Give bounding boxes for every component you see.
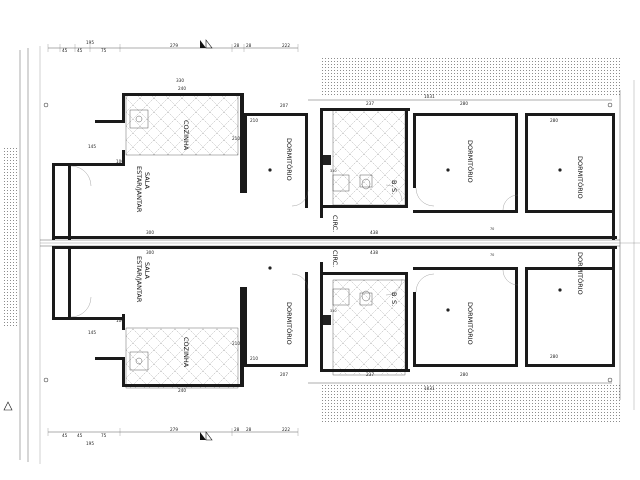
dim-bottom-5: 279 (170, 427, 178, 432)
dimension-lines (47, 44, 612, 436)
fixtures (129, 109, 373, 371)
room-label-living-top-1: SALA (143, 172, 151, 189)
dim-bath-area-top: 310 (330, 169, 336, 173)
dim-bath-top: 100 (116, 159, 124, 164)
dim-kitchen-w2: 240 (178, 388, 186, 393)
room-label-bath-top-1: B. (390, 180, 398, 187)
room-label-bedroom-top-mid: DORMITÓRIO (466, 140, 475, 183)
door-swings (70, 165, 519, 318)
dim-kitchen-side-top: 210 (232, 136, 240, 141)
dim-circ-bottom: 438 (370, 250, 378, 255)
room-label-living-bottom-1: SALA (143, 262, 151, 279)
dim-top-1: 195 (86, 40, 94, 45)
dim-top-5: 279 (170, 43, 178, 48)
dim-bottom-3: 45 (77, 433, 83, 438)
section-marker-top (200, 40, 206, 48)
terrain-top-right (320, 58, 620, 96)
dim-bath-bottom: 100 (116, 318, 124, 323)
room-label-circ-bottom: CIRC. (331, 250, 339, 267)
room-label-bedroom-top-right: DORMITÓRIO (576, 156, 585, 199)
dim-living-bottom: 300 (146, 250, 154, 255)
site-lines (19, 46, 640, 464)
dim-bottom-8: 222 (282, 427, 290, 432)
dim-top-3: 45 (77, 48, 83, 53)
room-label-living-bottom-2: ESTAR/JANTAR (135, 256, 143, 303)
dim-window-top: 70 (490, 227, 494, 231)
kitchen-bottom-tiles (125, 327, 239, 389)
room-label-bath-bottom-1: B. (390, 292, 398, 299)
dim-room-bottom-1: 210 (250, 356, 258, 361)
room-label-bedroom-bottom-mid: DORMITÓRIO (466, 302, 475, 345)
dim-bath-area-bottom: 310 (330, 309, 336, 313)
dim-top-7: 28 (246, 43, 252, 48)
terrain-bottom-right (320, 385, 620, 423)
dim-room-bottom-2: 280 (550, 354, 558, 359)
dim-room-top-1: 210 (250, 118, 258, 123)
walls-top-unit (52, 93, 617, 240)
dim-inner-top-1: 207 (280, 103, 288, 108)
section-marker-bottom (200, 432, 206, 440)
section-marker-left (3, 401, 13, 411)
section-marker-bottom-outline (205, 431, 213, 441)
dim-bottom-1: 195 (86, 441, 94, 446)
room-label-bedroom-bottom-right: DORMITÓRIO (576, 252, 585, 295)
dim-kitchen-top: 330 (176, 78, 184, 83)
dim-inner-top-3: 280 (460, 101, 468, 106)
dim-inner-bottom-1: 207 (280, 372, 288, 377)
walls-bottom-unit (52, 246, 617, 387)
room-label-bath-top-2: S. (390, 188, 398, 194)
dim-door-left-top: 145 (88, 144, 96, 149)
level-markers (43, 102, 613, 383)
dim-bottom-4: 75 (101, 433, 107, 438)
dim-circ-top: 438 (370, 230, 378, 235)
dim-top-4: 75 (101, 48, 107, 53)
dim-living-top: 300 (146, 230, 154, 235)
dim-top-8: 222 (282, 43, 290, 48)
room-label-kitchen-bottom: COZINHA (182, 337, 190, 368)
dim-top-2: 45 (62, 48, 68, 53)
dim-top-6: 28 (234, 43, 240, 48)
dim-bottom-2: 45 (62, 433, 68, 438)
bath-top-tiles (332, 109, 406, 206)
dim-inner-top-2: 237 (366, 101, 374, 106)
dim-kitchen-side-bottom: 210 (232, 341, 240, 346)
room-label-bedroom-bottom-left: DORMITÓRIO (285, 302, 294, 345)
dim-inner-bottom-2: 237 (366, 372, 374, 377)
dim-bottom-7: 28 (246, 427, 252, 432)
kitchen-top-tiles (125, 94, 239, 156)
dim-overall-bottom: 1031 (424, 386, 435, 391)
terrain-left (2, 148, 18, 326)
bath-bottom-tiles (332, 279, 406, 376)
room-label-living-top-2: ESTAR/JANTAR (135, 166, 143, 213)
dim-kitchen-w1: 240 (178, 86, 186, 91)
room-label-kitchen-top: COZINHA (182, 120, 190, 151)
room-label-bath-bottom-2: S. (390, 300, 398, 306)
dim-room-top-2: 280 (550, 118, 558, 123)
room-label-circ-top: CIRC. (331, 215, 339, 232)
dim-door-left-bottom: 145 (88, 330, 96, 335)
dim-overall-top: 1031 (424, 94, 435, 99)
room-label-bedroom-top-left: DORMITÓRIO (285, 138, 294, 181)
dim-bottom-6: 28 (234, 427, 240, 432)
dim-window-bottom: 70 (490, 253, 494, 257)
dim-inner-bottom-3: 280 (460, 372, 468, 377)
section-marker-top-outline (205, 39, 213, 49)
